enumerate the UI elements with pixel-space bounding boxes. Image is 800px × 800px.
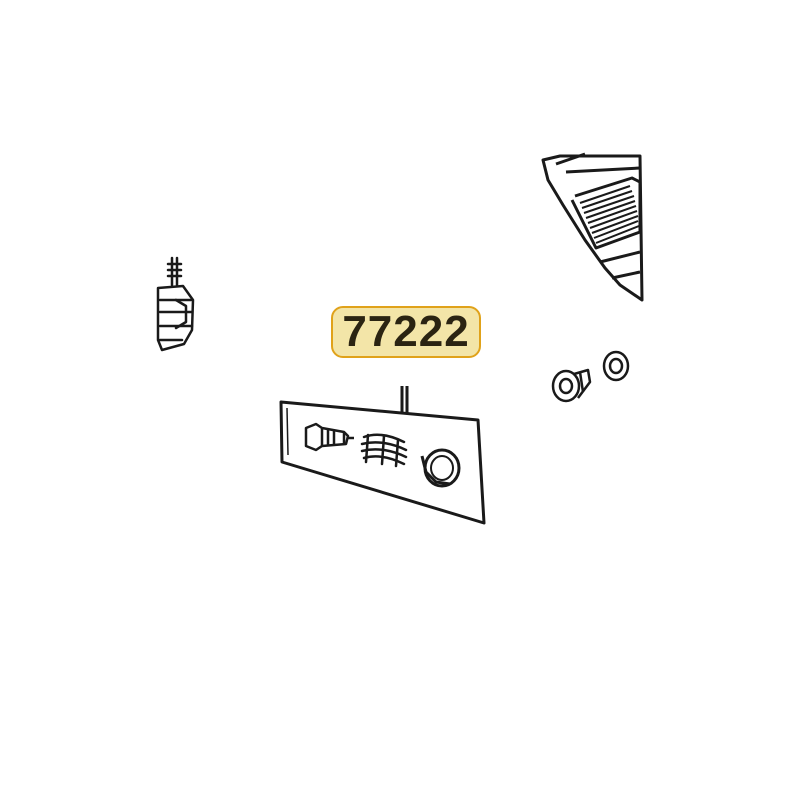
bracket-nut-icon bbox=[156, 256, 195, 352]
pin-icon bbox=[304, 422, 354, 452]
leader-line bbox=[400, 386, 409, 416]
washer-icon bbox=[602, 350, 630, 382]
spring-icon bbox=[360, 433, 408, 468]
screw-icon bbox=[551, 368, 592, 403]
machine-housing-icon bbox=[541, 152, 644, 302]
part-number-label: 77222 bbox=[342, 307, 470, 356]
knob-icon bbox=[420, 448, 461, 488]
part-number-callout: 77222 bbox=[331, 306, 481, 358]
